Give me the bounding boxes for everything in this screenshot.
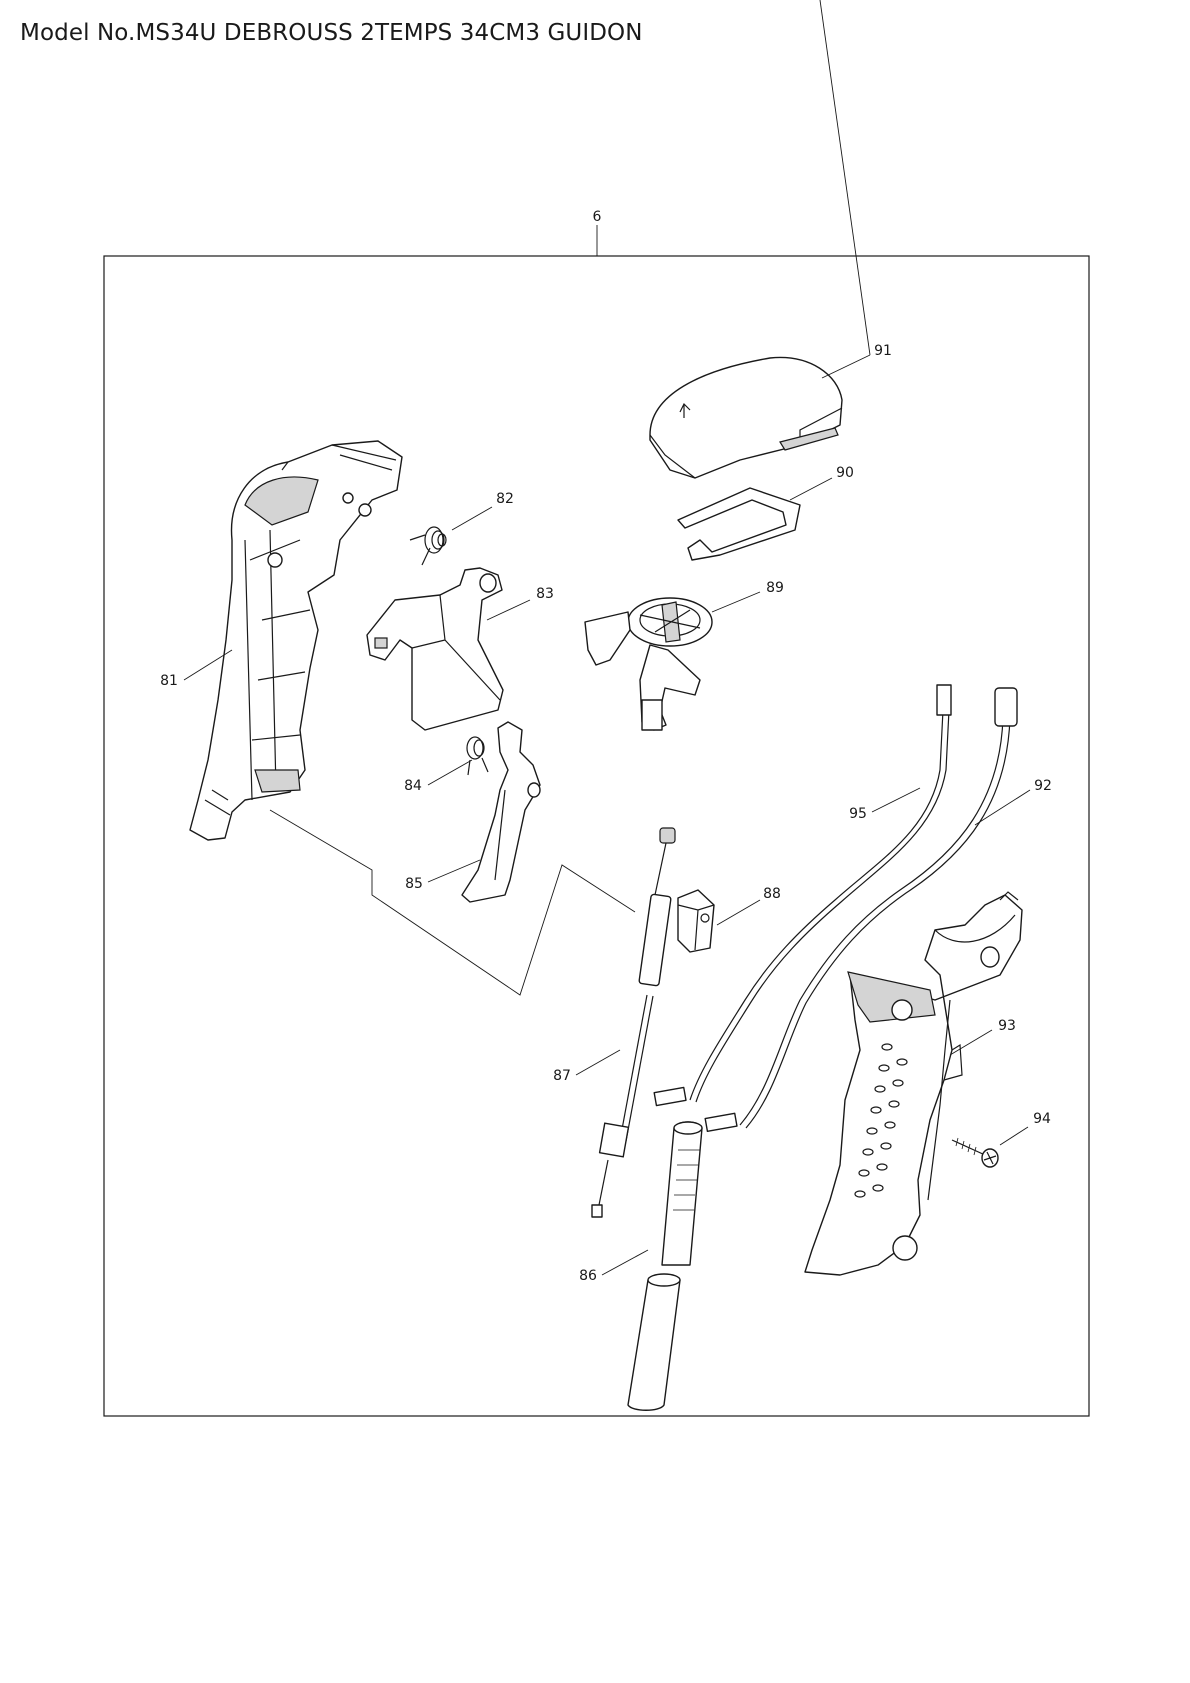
label-93: 93 <box>998 1018 1016 1034</box>
part-91-cover[interactable] <box>649 356 843 479</box>
leader-91 <box>819 0 871 356</box>
label-95: 95 <box>849 806 867 822</box>
label-94: 94 <box>1033 1111 1051 1127</box>
label-90: 90 <box>836 465 854 481</box>
part-83-throttle-lever[interactable] <box>366 567 504 731</box>
assembly-frame <box>103 255 1090 1417</box>
leader-89 <box>711 591 761 613</box>
leader-94 <box>999 1126 1029 1146</box>
leader-92 <box>974 789 1031 826</box>
part-87-cable-rod[interactable] <box>591 827 676 1218</box>
label-81: 81 <box>160 673 178 689</box>
leader-90 <box>789 477 833 501</box>
leader-95 <box>871 787 921 813</box>
part-84-spring[interactable] <box>466 736 489 776</box>
part-95-throttle-cable[interactable] <box>653 684 952 1107</box>
part-89-switch[interactable] <box>584 597 713 731</box>
label-84: 84 <box>404 778 422 794</box>
part-90-seal[interactable] <box>677 487 801 561</box>
part-86-grip-tube[interactable] <box>627 1121 703 1411</box>
label-91: 91 <box>874 343 892 359</box>
label-88: 88 <box>763 886 781 902</box>
label-85: 85 <box>405 876 423 892</box>
label-82: 82 <box>496 491 514 507</box>
part-81-handle-half-left[interactable] <box>189 440 403 841</box>
leader-81 <box>183 649 233 681</box>
part-94-screw[interactable] <box>951 1137 999 1168</box>
part-82-spring[interactable] <box>409 526 447 566</box>
label-87: 87 <box>553 1068 571 1084</box>
part-93-handle-half-right[interactable] <box>804 891 1023 1276</box>
label-89: 89 <box>766 580 784 596</box>
leader-82 <box>451 506 493 531</box>
leader-83 <box>486 599 531 621</box>
part-85-safety-lever[interactable] <box>461 721 541 903</box>
group-bracket <box>269 809 636 996</box>
leader-86 <box>601 1249 649 1276</box>
part-92-stop-cable[interactable] <box>704 687 1018 1133</box>
leader-87 <box>575 1049 621 1076</box>
leader-84 <box>427 759 473 786</box>
label-86: 86 <box>579 1268 597 1284</box>
leader-93 <box>949 1029 993 1056</box>
leader-88 <box>716 899 761 926</box>
label-83: 83 <box>536 586 554 602</box>
leader-85 <box>427 859 481 883</box>
page-title: Model No.MS34U DEBROUSS 2TEMPS 34CM3 GUI… <box>20 20 643 46</box>
label-92: 92 <box>1034 778 1052 794</box>
part-88-clip[interactable] <box>677 889 715 953</box>
leader-91-line <box>821 354 871 379</box>
assembly-number: 6 <box>593 209 602 225</box>
